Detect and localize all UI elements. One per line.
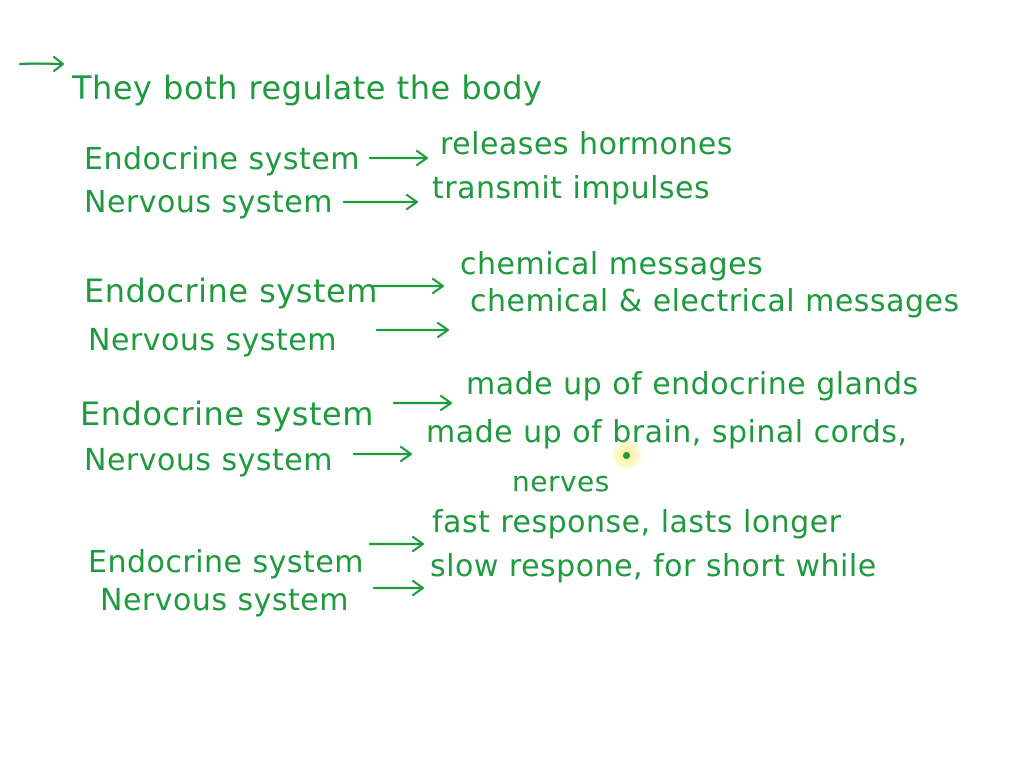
row-3-description: chemical messages <box>460 247 764 282</box>
row-8-description: slow respone, for short while <box>430 549 877 584</box>
row-2-system: Nervous system <box>84 185 333 220</box>
row-1-system: Endocrine system <box>84 142 360 177</box>
right-arrow-icon <box>342 193 419 211</box>
row-6-description: made up of brain, spinal cords, <box>426 415 908 450</box>
row-6-continuation: nerves <box>512 465 610 498</box>
row-4-system: Nervous system <box>88 323 337 358</box>
row-7-system: Endocrine system <box>88 545 364 580</box>
right-arrow-icon <box>368 535 425 553</box>
right-arrow-icon <box>368 149 429 167</box>
row-1-description: releases hormones <box>440 127 733 162</box>
right-arrow-icon <box>372 579 425 597</box>
pen-cursor-dot <box>623 452 630 459</box>
row-5-system: Endocrine system <box>80 395 374 433</box>
intro-line: They both regulate the body <box>72 69 543 107</box>
row-5-description: made up of endocrine glands <box>466 367 919 402</box>
right-arrow-icon <box>392 394 453 412</box>
row-7-description: fast response, lasts longer <box>432 505 842 540</box>
right-arrow-icon <box>370 277 445 295</box>
row-6-system: Nervous system <box>84 443 333 478</box>
row-2-description: transmit impulses <box>432 171 711 206</box>
right-arrow-icon <box>375 321 450 339</box>
right-arrow-icon <box>352 445 413 463</box>
row-8-system: Nervous system <box>100 583 349 618</box>
bullet-arrow-icon <box>18 55 65 73</box>
row-3-system: Endocrine system <box>84 272 378 310</box>
row-4-description: chemical & electrical messages <box>470 284 960 319</box>
